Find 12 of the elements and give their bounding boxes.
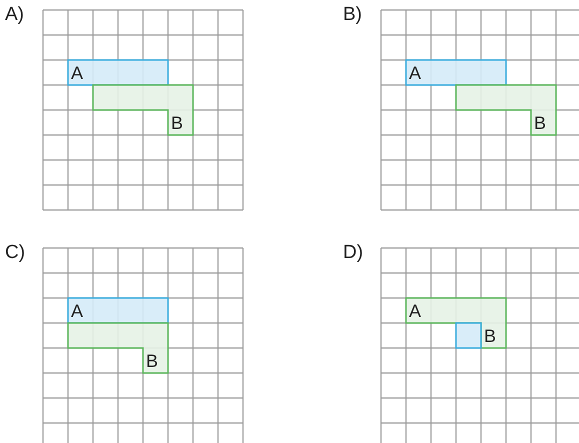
- option-label: D): [343, 242, 364, 264]
- option-label: A): [5, 4, 24, 26]
- region-label: B: [534, 112, 546, 134]
- region-label: A: [71, 62, 84, 84]
- region-label: B: [484, 325, 496, 347]
- region-label: B: [171, 112, 184, 134]
- region-label: A: [409, 62, 422, 84]
- region-label: A: [71, 300, 84, 322]
- option-label: C): [5, 242, 26, 264]
- region-label: B: [146, 350, 158, 372]
- option-label: B): [343, 4, 362, 26]
- region-label: A: [409, 300, 422, 322]
